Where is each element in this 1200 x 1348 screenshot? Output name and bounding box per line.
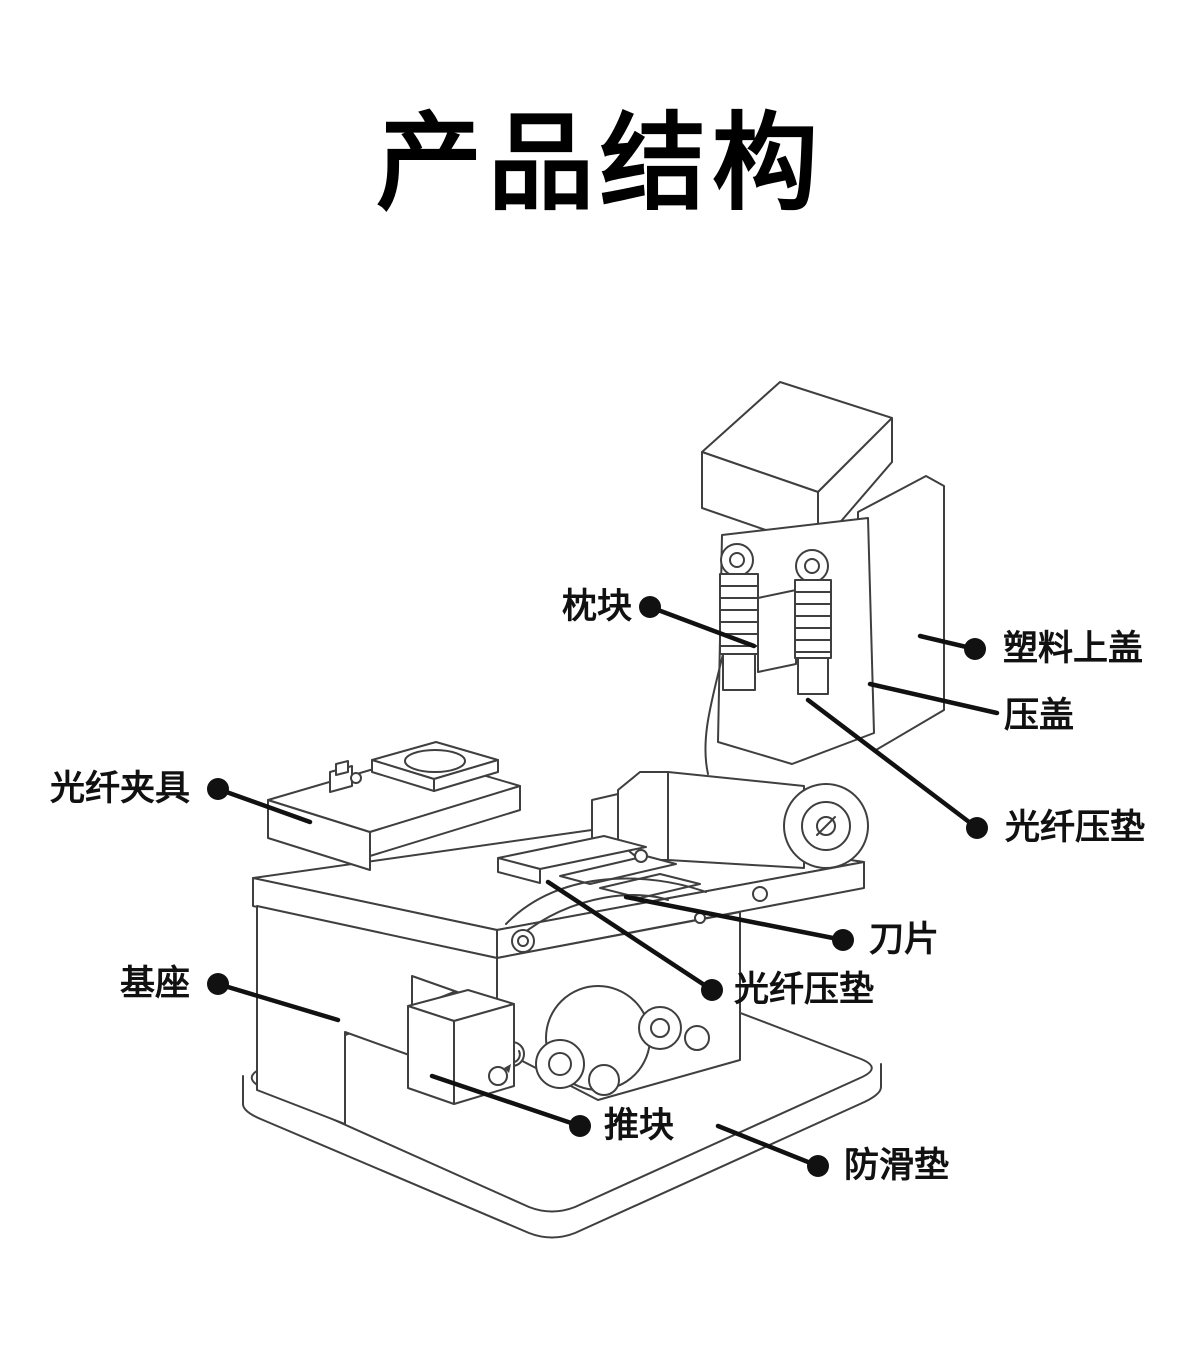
leader-line-fiber-pressure-pad-lower	[545, 879, 715, 993]
label-dot-plastic-top-cover	[964, 638, 986, 660]
roller-mechanism	[499, 985, 710, 1096]
label-dot-blade	[832, 929, 854, 951]
label-fiber-pressure-pad-upper: 光纤压垫	[1005, 808, 1146, 847]
label-dot-fiber-clamp	[207, 778, 229, 800]
fiber-clamp-assembly	[267, 741, 521, 871]
leader-dots	[207, 596, 988, 1177]
handle-lever	[701, 381, 893, 549]
leader-line-pillow-block	[647, 604, 757, 649]
label-dot-fiber-pressure-pad-lower	[701, 979, 723, 1001]
leader-line-anti-slip-pad	[715, 1123, 821, 1169]
leader-line-blade	[623, 894, 846, 943]
leader-line-base	[215, 981, 341, 1023]
label-blade: 刀片	[869, 920, 940, 959]
leader-line-fiber-pressure-pad-upper	[805, 697, 980, 831]
label-fiber-clamp: 光纤夹具	[49, 769, 190, 808]
device-drawing	[242, 381, 945, 1239]
label-press-cap: 压盖	[1004, 696, 1075, 735]
label-dot-anti-slip-pad	[807, 1155, 829, 1177]
label-dot-base	[207, 973, 229, 995]
page-title: 产品结构	[376, 105, 824, 223]
pillow-block-part	[757, 589, 797, 673]
label-dot-push-block	[569, 1115, 591, 1137]
label-anti-slip-pad: 防滑垫	[844, 1146, 950, 1185]
leader-line-fiber-clamp	[215, 786, 313, 825]
leader-line-press-cap	[867, 681, 1000, 716]
leader-line-push-block	[429, 1073, 583, 1129]
leader-lines	[215, 604, 1000, 1169]
label-pillow-block: 枕块	[561, 587, 632, 626]
pivot-cylinder	[591, 771, 869, 869]
label-dot-fiber-pressure-pad-upper	[966, 817, 988, 839]
label-push-block: 推块	[604, 1106, 675, 1145]
spring-clamp-units	[719, 543, 832, 695]
label-fiber-pressure-pad-lower: 光纤压垫	[734, 970, 875, 1009]
label-plastic-top-cover: 塑料上盖	[1003, 629, 1144, 668]
label-base: 基座	[119, 964, 190, 1003]
label-dot-pillow-block	[639, 596, 661, 618]
